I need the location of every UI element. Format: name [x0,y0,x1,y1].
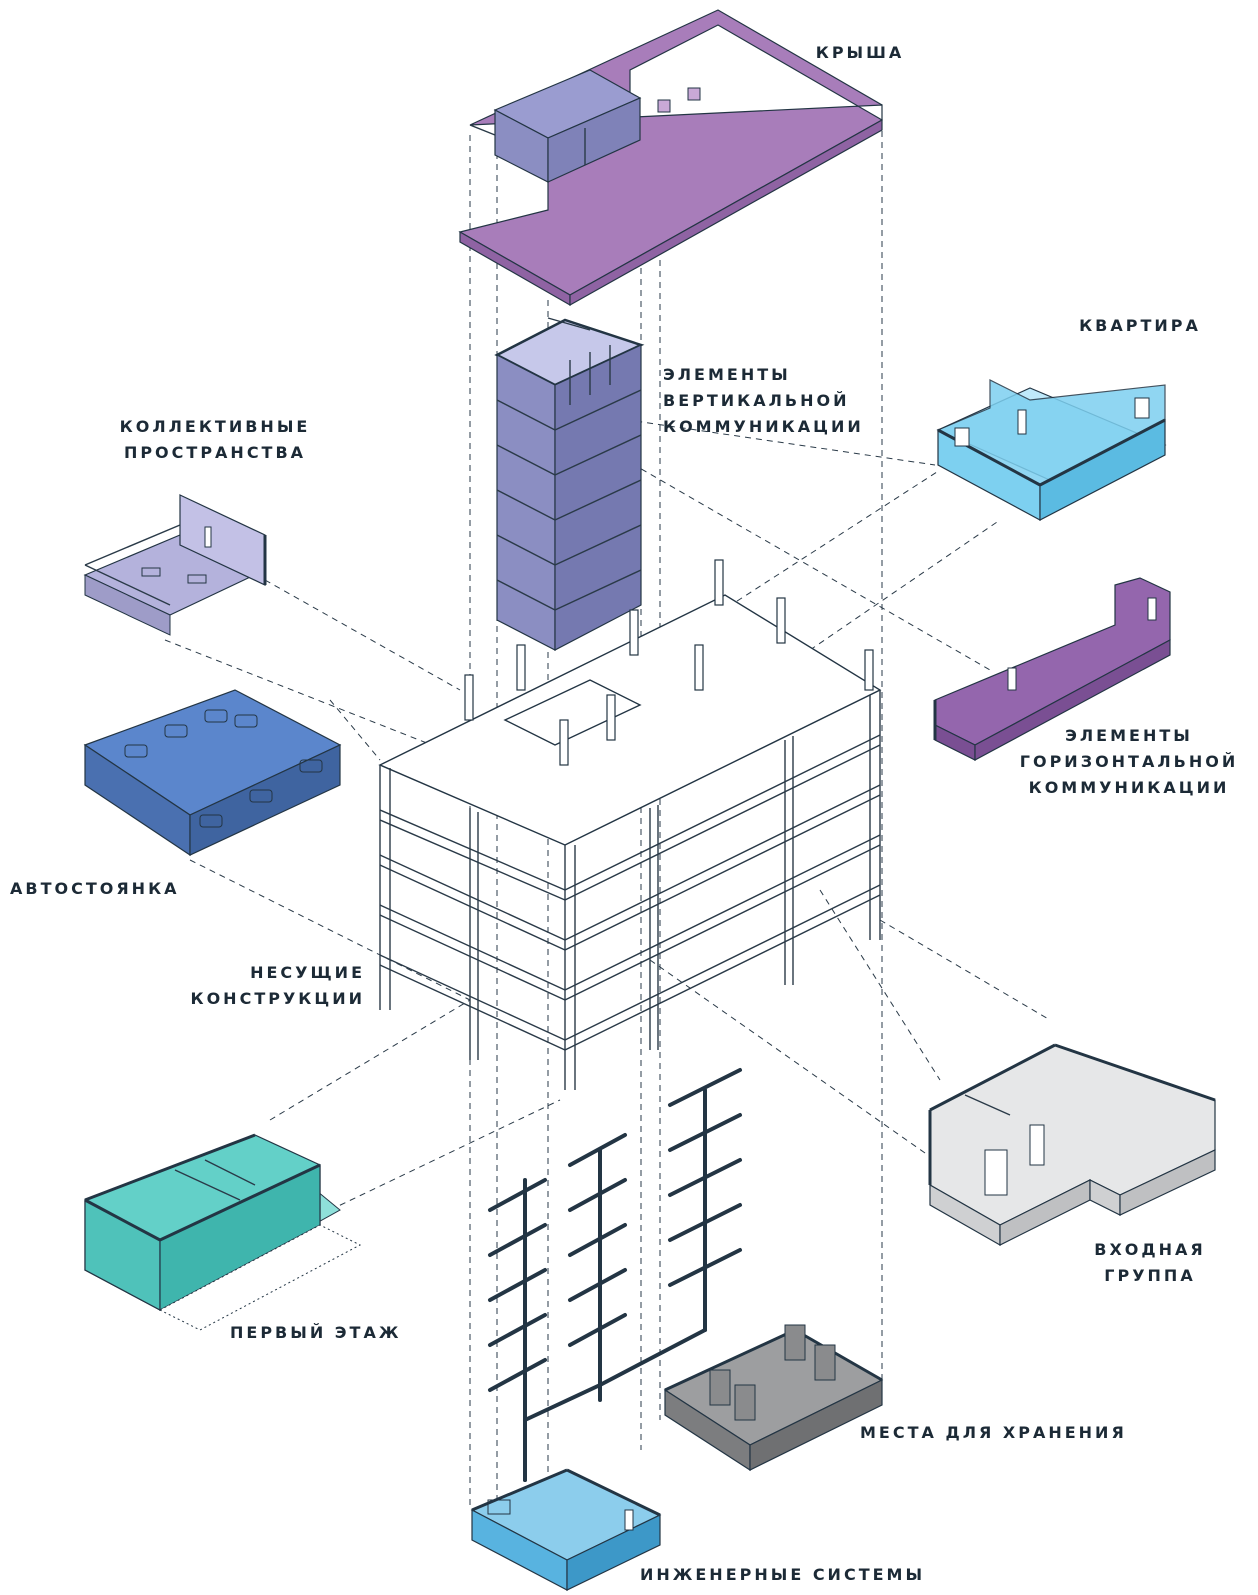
vertical-core [494,317,645,651]
label-collective-spaces: КОЛЛЕКТИВНЫЕ ПРОСТРАНСТВА [95,414,335,466]
structure-label-line-2: КОНСТРУКЦИИ [190,989,365,1008]
engineering-label: ИНЖЕНЕРНЫЕ СИСТЕМЫ [640,1565,926,1584]
vertical-label-line-1: ЭЛЕМЕНТЫ [663,365,791,384]
ground-floor-label: ПЕРВЫЙ ЭТАЖ [230,1323,402,1342]
label-parking: АВТОСТОЯНКА [10,876,210,902]
label-horizontal-communication: ЭЛЕМЕНТЫ ГОРИЗОНТАЛЬНОЙ КОММУНИКАЦИИ [1000,723,1258,801]
label-storage: МЕСТА ДЛЯ ХРАНЕНИЯ [860,1420,1160,1446]
label-load-bearing: НЕСУЩИЕ КОНСТРУКЦИИ [160,960,365,1012]
collective-label-line-1: КОЛЛЕКТИВНЫЕ [119,417,311,436]
vertical-label-line-3: КОММУНИКАЦИИ [663,417,864,436]
label-entrance-group: ВХОДНАЯ ГРУППА [1070,1237,1230,1289]
storage-level [663,1324,884,1472]
ground-floor [84,1133,362,1331]
label-vertical-communication: ЭЛЕМЕНТЫ ВЕРТИКАЛЬНОЙ КОММУНИКАЦИИ [663,362,893,440]
roof-label: КРЫША [815,43,905,62]
apartment-label: КВАРТИРА [1079,316,1201,335]
collective-spaces [83,494,267,636]
label-apartment: КВАРТИРА [1060,313,1220,339]
entrance-group [928,1043,1216,1247]
horizontal-label-line-3: КОММУНИКАЦИИ [1028,778,1230,797]
label-engineering: ИНЖЕНЕРНЫЕ СИСТЕМЫ [640,1562,960,1588]
parking-label: АВТОСТОЯНКА [10,879,180,898]
projection-lines [164,120,1051,1540]
label-ground-floor: ПЕРВЫЙ ЭТАЖ [230,1320,450,1346]
horizontal-label-line-1: ЭЛЕМЕНТЫ [1065,726,1193,745]
horizontal-label-line-2: ГОРИЗОНТАЛЬНОЙ [1019,752,1239,771]
parking-level [83,689,342,857]
apartment-module [936,379,1167,522]
structural-frame [378,559,882,1090]
entrance-label-line-2: ГРУППА [1104,1266,1196,1285]
collective-label-line-2: ПРОСТРАНСТВА [123,443,307,462]
structure-label-line-1: НЕСУЩИЕ [250,963,365,982]
engineering-systems [470,1468,662,1591]
label-roof: КРЫША [800,40,920,66]
roof-volume [458,9,883,307]
storage-label: МЕСТА ДЛЯ ХРАНЕНИЯ [860,1423,1127,1442]
horizontal-communication [933,577,1171,762]
engineering-pipes [488,1068,742,1482]
entrance-label-line-1: ВХОДНАЯ [1094,1240,1206,1259]
vertical-label-line-2: ВЕРТИКАЛЬНОЙ [663,391,850,410]
